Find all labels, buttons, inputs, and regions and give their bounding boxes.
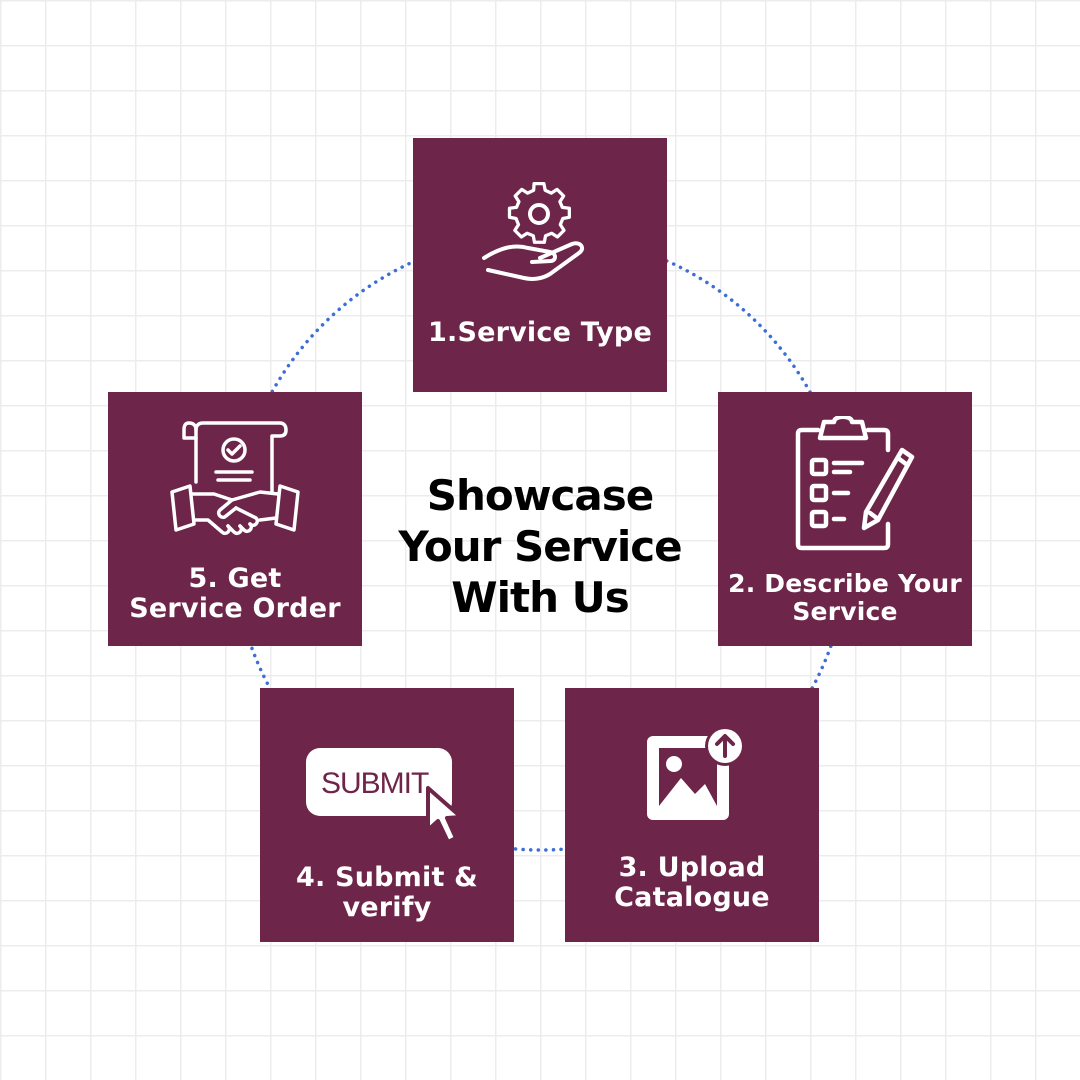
step-4-label: 4. Submit & verify	[260, 863, 514, 923]
step-4-label-line-1: 4. Submit &	[296, 862, 478, 893]
step-upload-catalogue: 3. Upload Catalogue	[565, 688, 819, 942]
step-3-label-line-1: 3. Upload	[618, 852, 766, 883]
step-get-service-order: 5. Get Service Order	[108, 392, 362, 646]
step-2-label-line-1: 2. Describe Your	[728, 569, 962, 598]
submit-button-text: SUBMIT	[321, 767, 429, 800]
step-1-label: 1.Service Type	[413, 318, 667, 348]
clipboard-checklist-icon	[795, 416, 915, 551]
handshake-document-icon	[170, 421, 300, 536]
step-2-label: 2. Describe Your Service	[718, 570, 972, 626]
step-3-label-line-2: Catalogue	[614, 882, 770, 913]
step-describe-service: 2. Describe Your Service	[718, 392, 972, 646]
center-title: Showcase Your Service With Us	[370, 470, 710, 623]
submit-button-icon: SUBMIT	[306, 748, 463, 844]
step-3-label: 3. Upload Catalogue	[565, 853, 819, 913]
step-5-label-line-1: 5. Get	[188, 563, 282, 594]
title-line-3: With Us	[451, 573, 629, 622]
step-1-label-line-1: 1.Service Type	[428, 317, 652, 348]
title-line-1: Showcase	[426, 471, 655, 520]
step-submit-verify: SUBMIT 4. Submit & verify	[260, 688, 514, 942]
step-service-type: 1.Service Type	[413, 138, 667, 392]
image-upload-icon	[647, 726, 745, 820]
gear-in-hand-icon	[482, 182, 584, 281]
step-2-label-line-2: Service	[792, 597, 898, 626]
step-5-label-line-2: Service Order	[129, 593, 341, 624]
step-4-label-line-2: verify	[342, 892, 432, 923]
title-line-2: Your Service	[398, 522, 682, 571]
step-5-label: 5. Get Service Order	[108, 564, 362, 624]
